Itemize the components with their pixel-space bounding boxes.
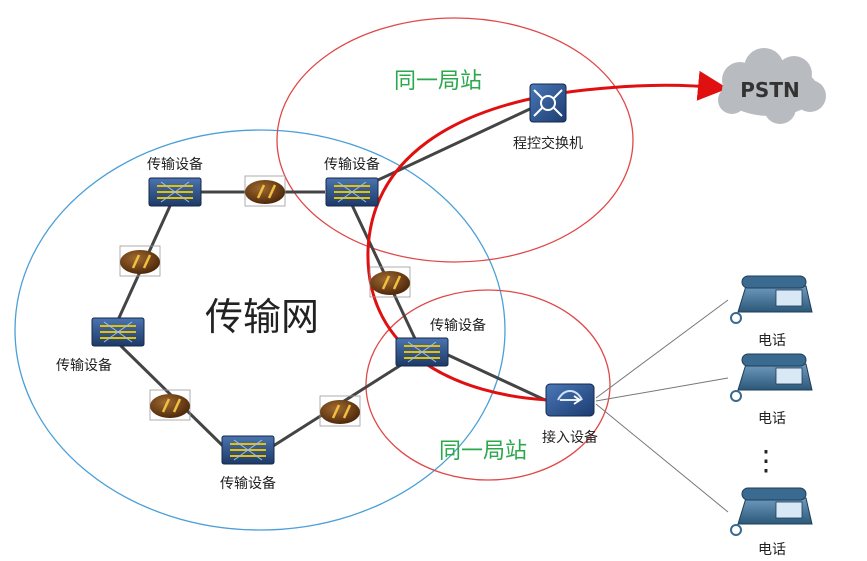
- pstn-cloud: [718, 48, 826, 124]
- transport-network-label: 传输网: [205, 295, 319, 339]
- transport-device-left: [91, 317, 145, 347]
- regenerator-bottom-right: [319, 395, 361, 427]
- phone-label: 电话: [758, 411, 786, 427]
- transport-device-label: 传输设备: [220, 475, 276, 492]
- same-station-label-top: 同一局站: [394, 69, 482, 94]
- regenerator-bottom-left: [149, 389, 191, 421]
- transport-device-label: 传输设备: [147, 156, 203, 173]
- regenerator-left: [119, 245, 161, 277]
- phone-icon: [730, 487, 813, 536]
- transport-device-top-left: [148, 177, 202, 207]
- phone-links: [595, 299, 729, 513]
- access-device-label: 接入设备: [542, 429, 598, 446]
- phone-icon: [730, 275, 813, 324]
- transport-device-label: 传输设备: [324, 156, 380, 173]
- transport-device-label: 传输设备: [430, 317, 486, 334]
- regenerator-right: [369, 266, 411, 298]
- phone-icon: [730, 353, 813, 402]
- regenerator-top: [244, 175, 286, 207]
- transport-device-right: [395, 337, 449, 367]
- switch-label: 程控交换机: [513, 135, 583, 152]
- same-station-label-bottom: 同一局站: [439, 439, 527, 464]
- ellipsis-label: ⋮: [752, 444, 780, 477]
- transport-device-top: [325, 177, 379, 207]
- switch-icon: [529, 83, 567, 123]
- phone-label: 电话: [758, 542, 786, 558]
- same-station-ring-bottom: [365, 289, 611, 481]
- transport-device-label: 传输设备: [56, 357, 112, 374]
- transport-network-ring: [14, 129, 506, 531]
- phone-label: 电话: [758, 333, 786, 349]
- access-device-icon: [545, 383, 595, 417]
- same-station-ring-top: [276, 17, 634, 263]
- call-path: [366, 70, 728, 402]
- transport-device-bottom: [221, 435, 275, 465]
- pstn-label: PSTN: [740, 78, 799, 102]
